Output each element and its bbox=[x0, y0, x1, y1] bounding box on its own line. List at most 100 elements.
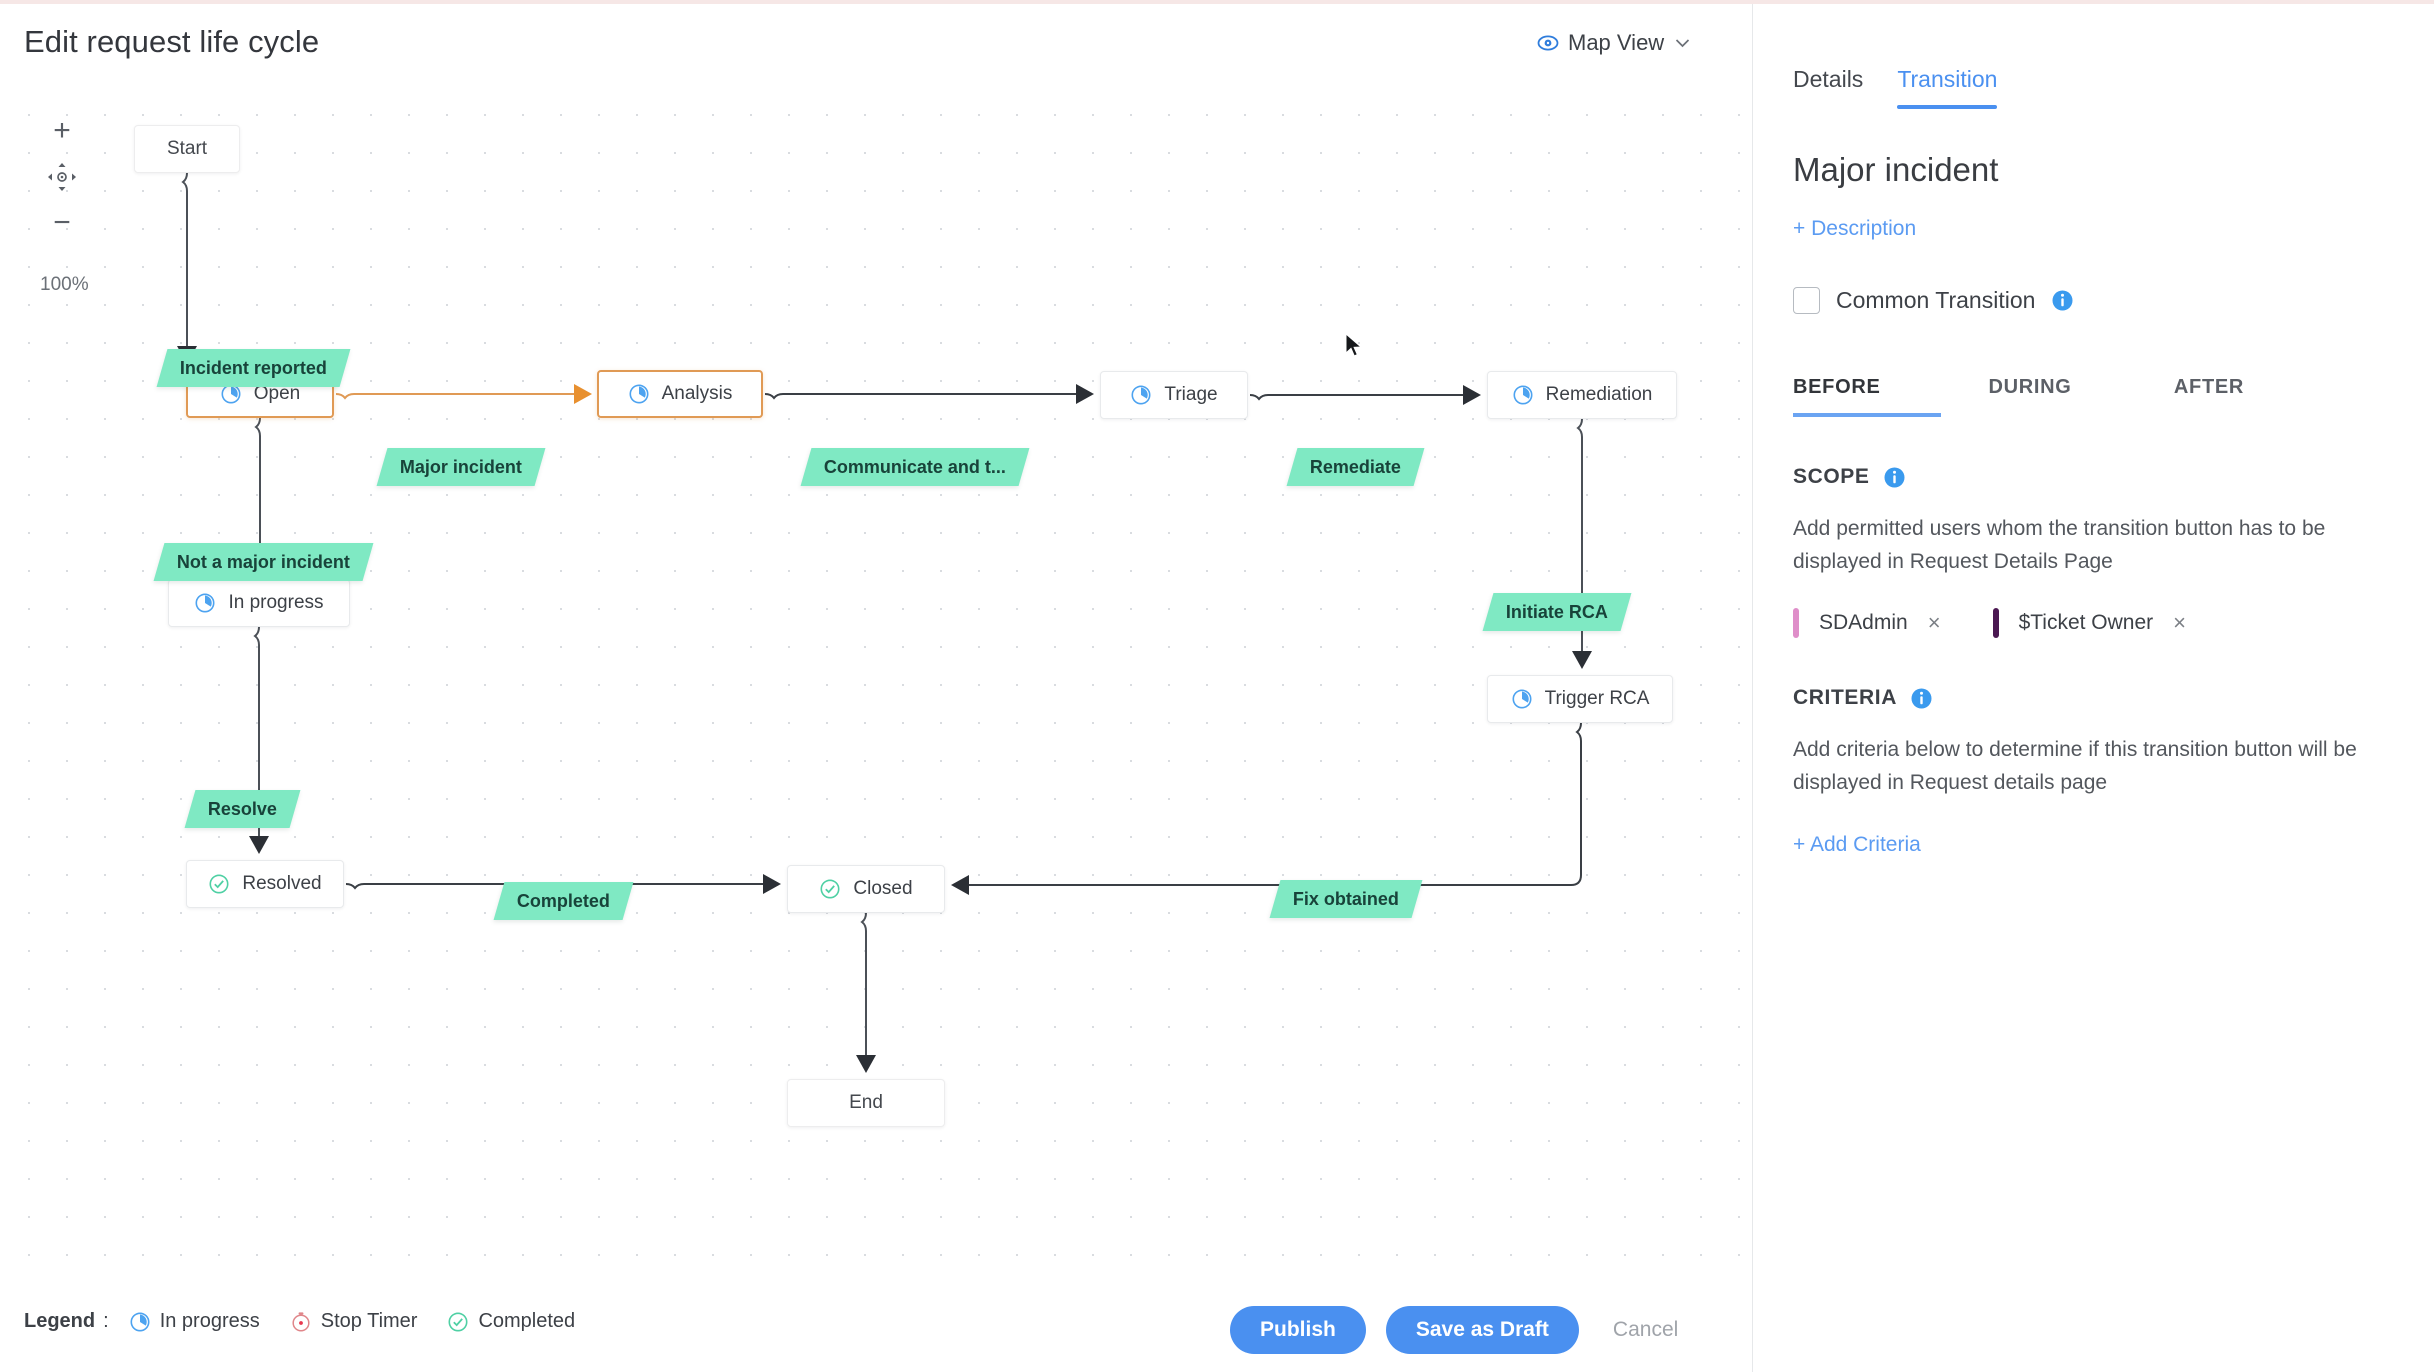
stage-tabs: BEFORE DURING AFTER bbox=[1793, 376, 2394, 417]
workflow-node-label: Closed bbox=[853, 878, 913, 899]
window-footer: Legend : In progress bbox=[0, 1280, 1752, 1372]
workflow-transition-t4[interactable]: Remediate bbox=[1286, 448, 1425, 486]
map-view-label: Map View bbox=[1568, 30, 1665, 55]
legend-item-stop-timer: Stop Timer bbox=[290, 1310, 418, 1333]
workflow-node-start[interactable]: Start bbox=[134, 125, 240, 173]
common-transition-checkbox[interactable] bbox=[1793, 287, 1820, 314]
cancel-button[interactable]: Cancel bbox=[1599, 1318, 1692, 1342]
criteria-heading-row: CRITERIA bbox=[1793, 686, 2394, 710]
zoom-out-button[interactable]: − bbox=[53, 206, 71, 239]
workflow-node-label: Resolved bbox=[242, 873, 322, 894]
add-description-link[interactable]: + Description bbox=[1793, 217, 1917, 240]
footer-actions: Publish Save as Draft Cancel bbox=[1230, 1306, 1692, 1354]
scope-chip-remove-icon[interactable]: × bbox=[1927, 610, 1941, 636]
stage-tab-during[interactable]: DURING bbox=[1988, 376, 2072, 398]
stop-timer-icon bbox=[290, 1311, 312, 1333]
workflow-transition-t8[interactable]: Completed bbox=[493, 882, 634, 920]
completed-icon bbox=[447, 1311, 469, 1333]
scope-chip-name: $Ticket Owner bbox=[2018, 611, 2154, 635]
workflow-node-label: Trigger RCA bbox=[1544, 688, 1650, 709]
workflow-transition-label: Remediate bbox=[1310, 456, 1402, 477]
criteria-info-icon[interactable] bbox=[1910, 687, 1933, 710]
workflow-node-triage[interactable]: Triage bbox=[1100, 371, 1248, 419]
scope-heading: SCOPE bbox=[1793, 465, 1870, 488]
workflow-transition-label: Communicate and t... bbox=[824, 456, 1007, 477]
zoom-level-label: 100% bbox=[40, 274, 89, 295]
workflow-transition-label: Not a major incident bbox=[177, 551, 351, 572]
workflow-transition-t6[interactable]: Initiate RCA bbox=[1482, 593, 1632, 631]
workflow-node-closed[interactable]: Closed bbox=[787, 865, 945, 913]
criteria-description: Add criteria below to determine if this … bbox=[1793, 738, 2357, 794]
stage-tab-before[interactable]: BEFORE bbox=[1793, 376, 1941, 417]
scope-heading-row: SCOPE bbox=[1793, 465, 2394, 489]
add-criteria-link[interactable]: + Add Criteria bbox=[1793, 833, 1921, 857]
publish-button[interactable]: Publish bbox=[1230, 1306, 1366, 1354]
in-progress-icon bbox=[129, 1311, 151, 1333]
workflow-transition-t5[interactable]: Not a major incident bbox=[153, 543, 374, 581]
workflow-node-triggerrca[interactable]: Trigger RCA bbox=[1487, 675, 1673, 723]
workflow-transition-t3[interactable]: Communicate and t... bbox=[800, 448, 1030, 486]
workflow-transition-t1[interactable]: Incident reported bbox=[156, 349, 351, 387]
workflow-transition-label: Completed bbox=[517, 890, 611, 911]
scope-chip-name: SDAdmin bbox=[1819, 611, 1908, 635]
workflow-node-inprogress[interactable]: In progress bbox=[168, 579, 350, 627]
transition-title: Major incident bbox=[1793, 151, 1999, 188]
workflow-canvas[interactable]: + − 100% bbox=[0, 90, 1752, 1280]
workflow-node-label: Open bbox=[253, 383, 301, 404]
common-transition-label: Common Transition bbox=[1836, 287, 2036, 313]
completed-icon bbox=[819, 878, 841, 900]
workflow-transition-t2[interactable]: Major incident bbox=[376, 448, 546, 486]
fit-to-screen-icon[interactable] bbox=[40, 162, 84, 192]
workflow-node-remediation[interactable]: Remediation bbox=[1487, 371, 1677, 419]
scope-chip-color-bar bbox=[1992, 608, 1999, 639]
workflow-node-label: In progress bbox=[228, 592, 324, 613]
in-progress-icon bbox=[628, 383, 650, 405]
top-accent-line bbox=[0, 0, 2434, 4]
workflow-node-end[interactable]: End bbox=[787, 1079, 945, 1127]
completed-icon bbox=[208, 873, 230, 895]
workflow-node-label: Start bbox=[166, 138, 208, 159]
in-progress-icon bbox=[1511, 688, 1533, 710]
common-transition-row: Common Transition bbox=[1793, 287, 2394, 314]
workflow-node-label: Remediation bbox=[1545, 384, 1653, 405]
page-title: Edit request life cycle bbox=[24, 24, 320, 59]
zoom-controls: + − 100% bbox=[40, 108, 89, 296]
scope-user-chips: SDAdmin × $Ticket Owner × bbox=[1793, 608, 2394, 639]
stage-tab-after[interactable]: AFTER bbox=[2173, 376, 2245, 398]
chevron-down-icon bbox=[1675, 35, 1690, 52]
workflow-node-label: Triage bbox=[1164, 384, 1218, 405]
tab-transition[interactable]: Transition bbox=[1897, 66, 1998, 109]
workflow-node-analysis[interactable]: Analysis bbox=[597, 370, 763, 418]
map-view-dropdown[interactable]: Map View bbox=[1537, 30, 1690, 56]
in-progress-icon bbox=[1512, 384, 1534, 406]
tab-details[interactable]: Details bbox=[1793, 66, 1864, 92]
info-icon[interactable] bbox=[2051, 289, 2074, 312]
in-progress-icon bbox=[1130, 384, 1152, 406]
workflow-node-label: End bbox=[849, 1092, 883, 1113]
scope-description: Add permitted users whom the transition … bbox=[1793, 517, 2326, 573]
legend-item-in-progress: In progress bbox=[129, 1310, 260, 1333]
transition-side-panel: Details Transition Major incident + Desc… bbox=[1752, 4, 2434, 1372]
legend-title: Legend bbox=[24, 1310, 96, 1332]
scope-chip: SDAdmin × bbox=[1793, 608, 1941, 639]
mouse-cursor bbox=[1345, 333, 1363, 357]
legend-label-completed: Completed bbox=[478, 1310, 576, 1332]
eye-icon bbox=[1537, 32, 1559, 54]
workflow-node-resolved[interactable]: Resolved bbox=[186, 860, 344, 908]
workflow-transition-label: Initiate RCA bbox=[1506, 601, 1609, 622]
legend-label-stop-timer: Stop Timer bbox=[320, 1310, 418, 1332]
zoom-in-button[interactable]: + bbox=[53, 114, 71, 147]
scope-info-icon[interactable] bbox=[1883, 466, 1906, 489]
scope-chip-color-bar bbox=[1793, 608, 1799, 639]
workflow-transition-t7[interactable]: Resolve bbox=[184, 790, 301, 828]
scope-chip: $Ticket Owner × bbox=[1992, 608, 2187, 639]
save-as-draft-button[interactable]: Save as Draft bbox=[1385, 1306, 1579, 1354]
legend-item-completed: Completed bbox=[447, 1310, 575, 1333]
workflow-transition-t9[interactable]: Fix obtained bbox=[1269, 880, 1423, 918]
legend-label-in-progress: In progress bbox=[159, 1310, 260, 1332]
workflow-transition-label: Major incident bbox=[400, 456, 523, 477]
in-progress-icon bbox=[220, 383, 242, 405]
workflow-transition-label: Resolve bbox=[208, 798, 278, 819]
scope-chip-remove-icon[interactable]: × bbox=[2173, 610, 2187, 636]
